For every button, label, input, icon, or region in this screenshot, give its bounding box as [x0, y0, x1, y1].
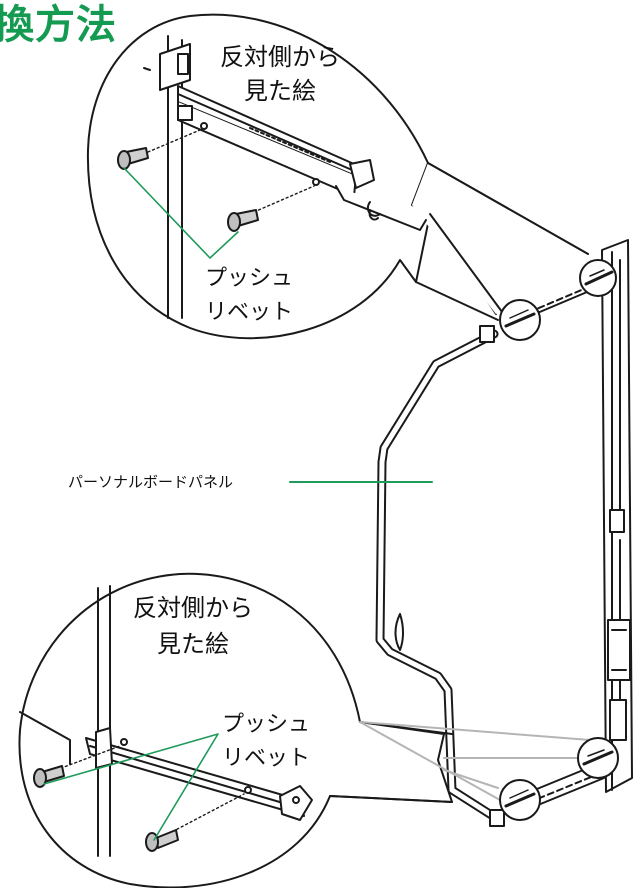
top-rivet-label-line1: プッシュ	[205, 266, 294, 291]
panel-label: パーソナルボードパネル	[68, 473, 234, 491]
cabinet-side-wall	[601, 239, 633, 793]
top-rivet-label-line2: リベット	[205, 300, 294, 325]
bottom-detail-circle-left	[499, 779, 541, 821]
top-rivet-label: プッシュ リベット	[205, 262, 293, 330]
bottom-rivet-label: プッシュ リベット	[222, 708, 310, 776]
bottom-view-label: 反対側から 見た絵	[118, 590, 268, 662]
bottom-detail-circle-right	[577, 737, 619, 779]
top-view-label-line2: 見た絵	[244, 77, 316, 105]
bottom-rivet-label-line2: リベット	[222, 746, 311, 771]
top-view-label: 反対側から 見た絵	[205, 40, 355, 108]
bottom-push-rivet-1	[33, 765, 65, 788]
top-rivet-leader	[123, 167, 239, 259]
bottom-rivet-label-line1: プッシュ	[222, 712, 311, 737]
top-detail-circle-left	[499, 299, 541, 341]
top-detail-circle-right	[579, 259, 617, 297]
page-title: 換方法	[0, 2, 117, 48]
bottom-rivet-leader	[43, 733, 219, 841]
bottom-view-label-line2: 見た絵	[157, 630, 229, 658]
top-magnifier	[86, 13, 596, 340]
top-view-label-line1: 反対側から	[220, 43, 340, 71]
bottom-view-label-line1: 反対側から	[133, 594, 253, 622]
bottom-magnifier	[18, 572, 591, 889]
top-push-rivet-2	[227, 209, 259, 232]
personal-board-panel	[375, 325, 505, 827]
